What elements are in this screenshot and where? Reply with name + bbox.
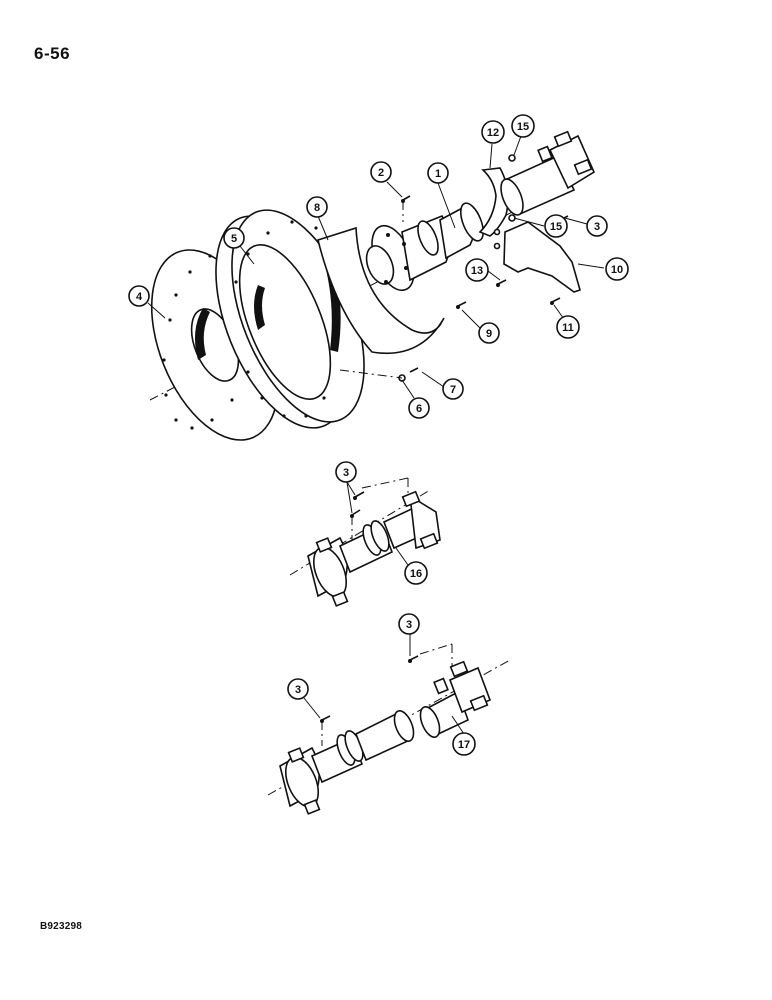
svg-text:11: 11 — [562, 322, 574, 334]
callout-1: 1 — [427, 162, 449, 184]
callout-3-lower-top: 3 — [398, 613, 420, 635]
mounting-plate-part — [503, 221, 581, 293]
svg-text:9: 9 — [486, 328, 492, 340]
upper-leader-lines — [147, 135, 605, 399]
lower-leader-lines — [303, 634, 465, 735]
callout-6: 6 — [408, 397, 430, 419]
callout-17: 17 — [452, 732, 476, 756]
callout-8: 8 — [306, 196, 328, 218]
callout-7: 7 — [442, 378, 464, 400]
lower-hardware — [320, 643, 453, 746]
svg-text:17: 17 — [458, 739, 470, 751]
callout-10: 10 — [605, 257, 629, 281]
svg-text:6: 6 — [416, 403, 422, 415]
hub-yoke-part — [365, 202, 485, 292]
callout-16: 16 — [404, 561, 428, 585]
svg-text:3: 3 — [295, 684, 301, 696]
svg-text:12: 12 — [487, 127, 499, 139]
upper-driveshaft-part — [500, 130, 596, 216]
page-number: 6-56 — [34, 44, 71, 63]
callout-3: 3 — [586, 215, 608, 237]
callout-9: 9 — [478, 322, 500, 344]
svg-text:7: 7 — [450, 384, 456, 396]
svg-text:15: 15 — [517, 121, 529, 133]
callout-4: 4 — [128, 285, 150, 307]
svg-text:8: 8 — [314, 202, 320, 214]
callout-13: 13 — [465, 258, 489, 282]
svg-text:2: 2 — [378, 167, 384, 179]
middle-hardware — [350, 477, 409, 540]
callout-12: 12 — [481, 120, 505, 144]
callout-5: 5 — [223, 227, 245, 249]
callout-15-top: 15 — [511, 114, 535, 138]
svg-text:15: 15 — [550, 221, 562, 233]
callout-3-lower-left: 3 — [287, 678, 309, 700]
svg-text:4: 4 — [136, 291, 143, 303]
svg-text:13: 13 — [471, 265, 483, 277]
svg-text:3: 3 — [594, 221, 600, 233]
middle-leader-lines — [346, 481, 409, 566]
callout-2: 2 — [370, 161, 392, 183]
lower-driveshaft-part — [279, 660, 492, 815]
svg-text:10: 10 — [611, 264, 623, 276]
svg-text:3: 3 — [343, 467, 349, 479]
svg-text:5: 5 — [231, 233, 237, 245]
svg-text:1: 1 — [435, 168, 441, 180]
svg-text:16: 16 — [410, 568, 422, 580]
figure-code: B923298 — [40, 921, 82, 932]
callout-11: 11 — [556, 315, 580, 339]
callout-15-mid: 15 — [544, 214, 568, 238]
shield-part — [317, 226, 445, 354]
middle-driveshaft-part — [307, 490, 441, 607]
callout-3-middle: 3 — [335, 461, 357, 483]
svg-text:3: 3 — [406, 619, 412, 631]
